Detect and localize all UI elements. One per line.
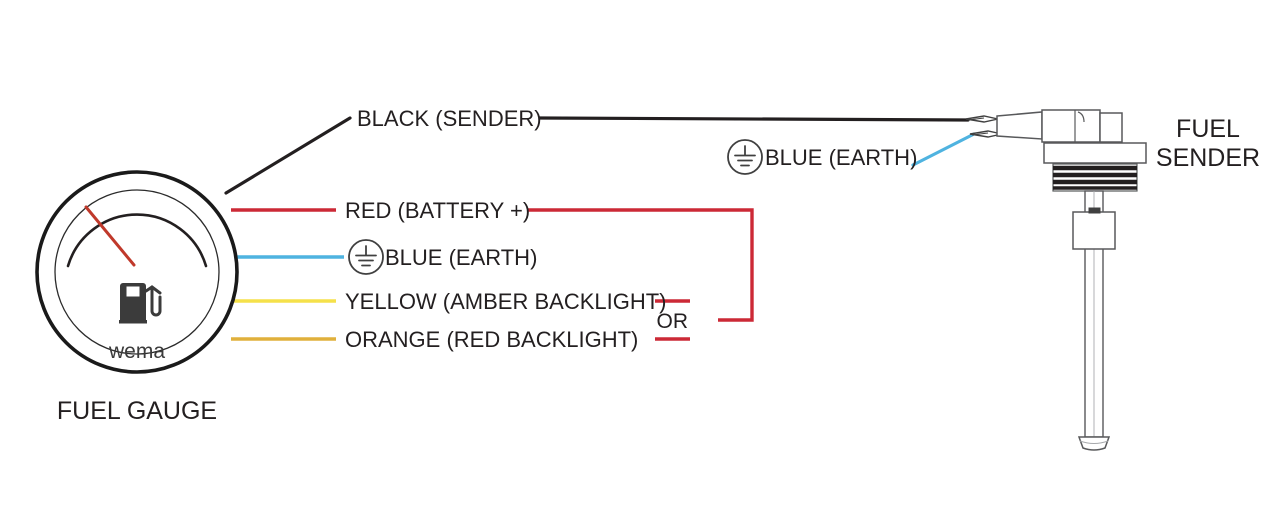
sender-cap-line [1079, 440, 1109, 444]
sender-cable-sleeve [996, 111, 1043, 140]
or-junction-label: OR [657, 310, 689, 333]
fuel-gauge[interactable]: wema [35, 170, 239, 374]
fuel-gauge-caption: FUEL GAUGE [57, 397, 217, 425]
wire-red-battery [231, 208, 754, 322]
label-yellow-amber-backlight: YELLOW (AMBER BACKLIGHT) [345, 289, 667, 314]
sender-float [1072, 211, 1116, 250]
wire-black-sender [224, 116, 970, 195]
fuel-sender-caption-line2: SENDER [1156, 144, 1260, 172]
label-black-sender: BLACK (SENDER) [357, 106, 542, 131]
sender-head-curve [1077, 111, 1085, 123]
fuel-sender-caption-line1: FUEL [1176, 115, 1240, 143]
label-orange-red-backlight: ORANGE (RED BACKLIGHT) [345, 327, 638, 352]
earth-symbol-sender [727, 139, 763, 175]
label-red-battery: RED (BATTERY +) [345, 198, 530, 223]
gauge-brand-text: wema [108, 340, 165, 363]
gauge-inner-ring [54, 189, 220, 355]
fuel-pump-icon [119, 283, 162, 324]
sender-thread [1052, 163, 1138, 192]
gauge-needle [84, 205, 136, 267]
sender-head-cap [1099, 112, 1123, 143]
sender-head-block [1041, 109, 1101, 143]
sender-flange [1043, 142, 1147, 164]
earth-symbol-gauge [348, 239, 384, 275]
label-blue-earth-gauge: BLUE (EARTH) [385, 245, 537, 270]
gauge-scale-arc [66, 213, 208, 268]
wire-blue-earth-sender [911, 132, 976, 167]
fuel-sender[interactable] [965, 109, 1147, 451]
label-blue-earth-sender: BLUE (EARTH) [765, 145, 917, 170]
sender-float-stop [1088, 207, 1101, 214]
